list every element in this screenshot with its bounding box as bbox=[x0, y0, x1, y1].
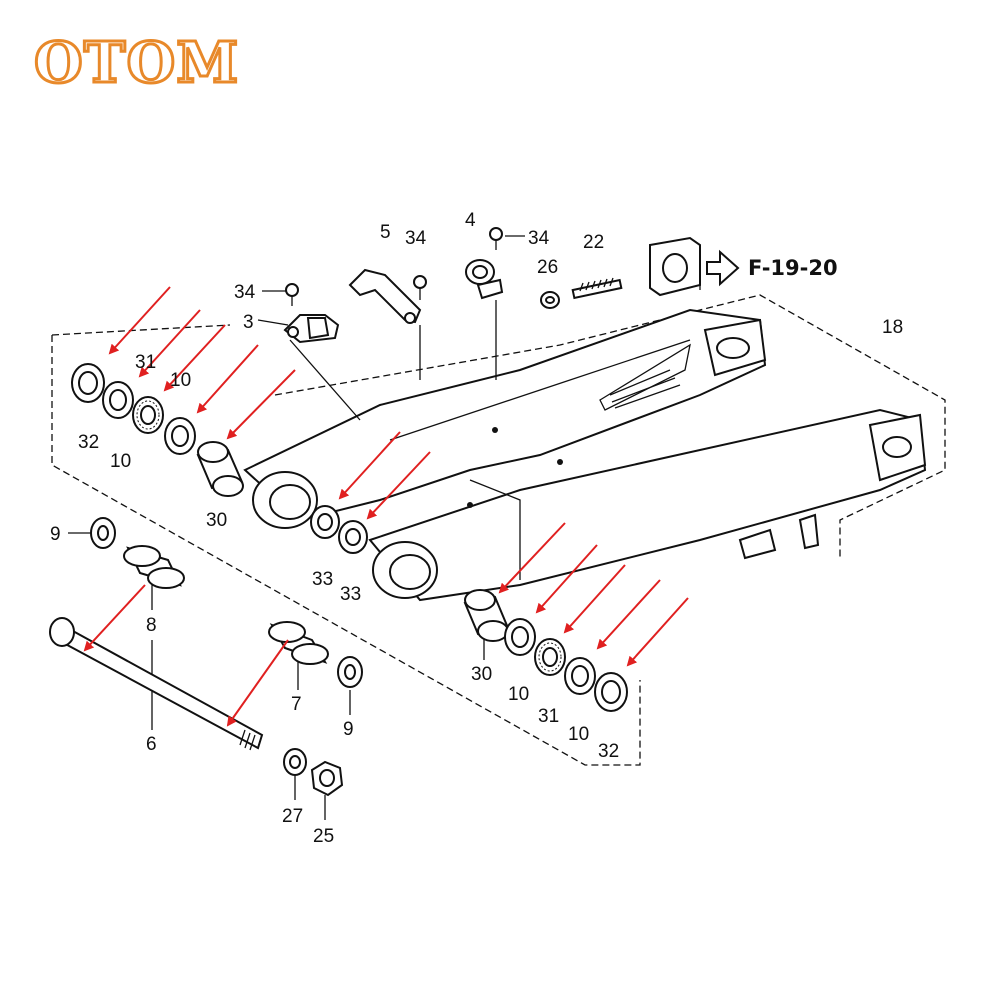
red-arrow bbox=[338, 431, 401, 500]
callout: 30 bbox=[206, 510, 227, 531]
callout: 33 bbox=[312, 569, 333, 590]
washer-9-right bbox=[337, 656, 363, 688]
washer-10-right-a bbox=[504, 618, 536, 656]
callout: 31 bbox=[538, 706, 559, 727]
bearing-33-a bbox=[310, 505, 340, 539]
red-arrow bbox=[596, 579, 661, 650]
callout: 3 bbox=[243, 312, 254, 333]
callout: 10 bbox=[568, 724, 589, 745]
red-arrow bbox=[535, 544, 598, 614]
bracket-5 bbox=[348, 268, 422, 324]
callout: 22 bbox=[583, 232, 604, 253]
needle-bearing-30-right bbox=[463, 589, 510, 642]
guide-4 bbox=[465, 259, 504, 300]
washer-27 bbox=[283, 748, 307, 776]
callout: 9 bbox=[50, 524, 61, 545]
bolt-34-c bbox=[489, 227, 503, 250]
callout: 10 bbox=[508, 684, 529, 705]
callout: 4 bbox=[465, 210, 476, 231]
red-arrow bbox=[563, 564, 626, 634]
clamp-3 bbox=[283, 314, 340, 344]
callout: 33 bbox=[340, 584, 361, 605]
nut-25 bbox=[310, 760, 344, 797]
callout: 26 bbox=[537, 257, 558, 278]
needle-bearing-30-left bbox=[196, 441, 244, 497]
callout-numbers: 34 3 5 34 4 34 26 22 18 32 10 31 10 30 3… bbox=[50, 210, 903, 847]
highlight-arrows bbox=[83, 286, 689, 727]
hardware-parts bbox=[283, 227, 740, 344]
reference-label: F-19-20 bbox=[748, 256, 838, 280]
callout: 32 bbox=[78, 432, 99, 453]
red-arrow bbox=[226, 369, 296, 440]
stud-22 bbox=[571, 277, 623, 300]
callout: 10 bbox=[110, 451, 131, 472]
callout: 34 bbox=[234, 282, 256, 303]
callout: 8 bbox=[146, 615, 157, 636]
callout: 34 bbox=[528, 228, 550, 249]
red-arrow bbox=[138, 309, 201, 378]
otom-logo: OTOM bbox=[33, 29, 240, 98]
callout: 5 bbox=[380, 222, 391, 243]
callout: 31 bbox=[135, 352, 156, 373]
bolt-34-b bbox=[413, 275, 427, 300]
red-arrow bbox=[226, 639, 289, 727]
group-box-left bbox=[51, 335, 641, 766]
red-arrow bbox=[498, 522, 566, 594]
thrust-bearing-31-right bbox=[534, 638, 566, 676]
red-arrow bbox=[196, 344, 259, 414]
red-arrow bbox=[626, 597, 689, 667]
bolt-34-a bbox=[285, 283, 299, 306]
washer-10-left-a bbox=[102, 381, 134, 419]
collar-7 bbox=[268, 621, 329, 665]
left-pivot-parts bbox=[49, 363, 368, 797]
nut-26 bbox=[540, 291, 560, 309]
washer-10-left-b bbox=[164, 417, 196, 455]
seal-32-right bbox=[594, 672, 628, 712]
callout: 10 bbox=[170, 370, 191, 391]
callout: 27 bbox=[282, 806, 303, 827]
logo-text: OTOM bbox=[34, 30, 239, 96]
washer-9-left bbox=[90, 517, 116, 549]
callout: 18 bbox=[882, 317, 903, 338]
callout: 7 bbox=[291, 694, 302, 715]
thrust-bearing-31-left bbox=[132, 396, 164, 434]
bearing-33-b bbox=[338, 520, 368, 554]
right-pivot-parts bbox=[463, 589, 628, 712]
callout: 34 bbox=[405, 228, 427, 249]
pivot-bolt-6 bbox=[49, 617, 264, 751]
callout: 25 bbox=[313, 826, 334, 847]
red-arrow bbox=[108, 286, 171, 355]
callout: 6 bbox=[146, 734, 157, 755]
reference-block bbox=[649, 236, 701, 297]
swingarm bbox=[243, 308, 927, 602]
washer-10-right-b bbox=[564, 657, 596, 695]
callout: 30 bbox=[471, 664, 492, 685]
seal-32-left bbox=[71, 363, 105, 403]
collar-8 bbox=[123, 545, 185, 589]
callout: 32 bbox=[598, 741, 619, 762]
group-box-top bbox=[51, 294, 946, 560]
arrow-right-icon bbox=[706, 249, 740, 287]
callout: 9 bbox=[343, 719, 354, 740]
red-arrow bbox=[163, 324, 226, 392]
red-arrow bbox=[83, 584, 146, 652]
red-arrow bbox=[366, 451, 431, 520]
